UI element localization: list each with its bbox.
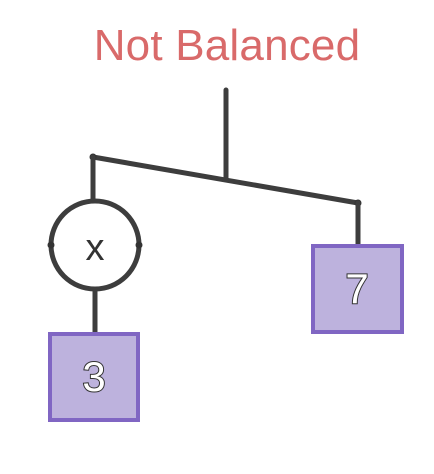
right-block-label: 7	[344, 264, 369, 313]
left-value-block	[48, 332, 140, 422]
right-value-block	[311, 244, 404, 334]
balance-beam	[90, 154, 361, 206]
circle-right-dot	[135, 241, 143, 249]
variable-label: x	[85, 226, 105, 269]
left-block-label: 3	[81, 352, 106, 401]
circle-left-dot	[47, 241, 55, 249]
diagram-title: Not Balanced	[93, 21, 361, 70]
